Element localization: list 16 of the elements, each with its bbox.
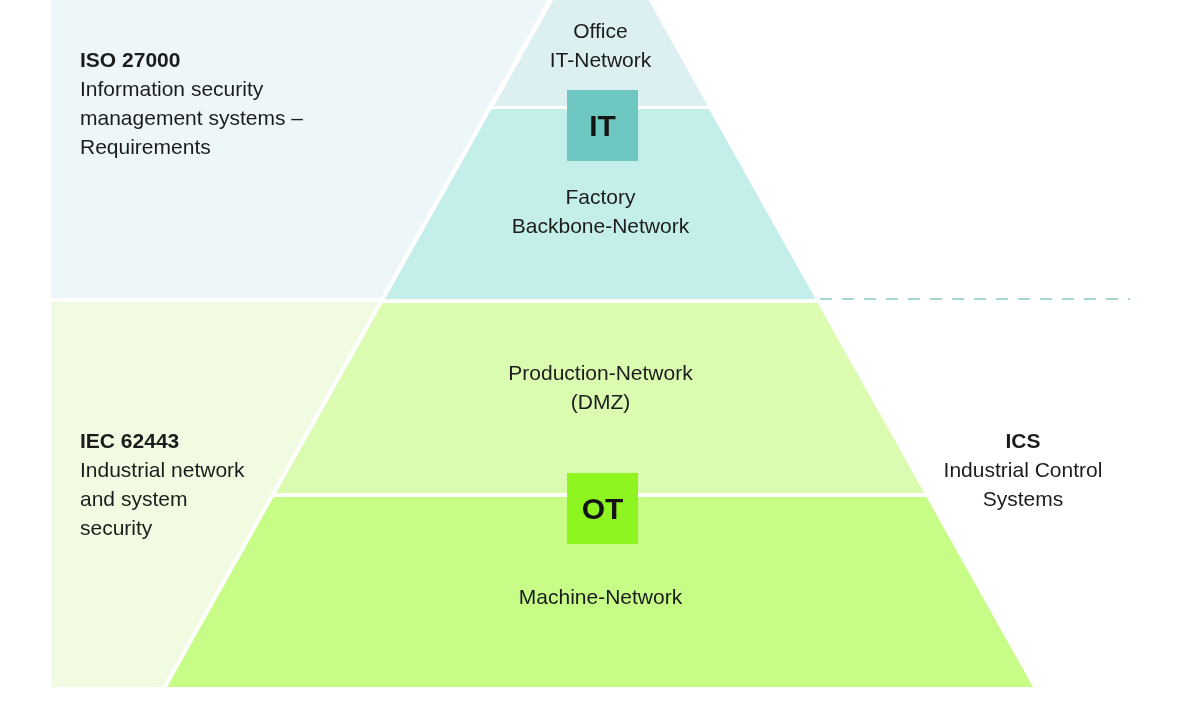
zone-tag: OT	[567, 473, 638, 544]
standard-description: Industrial network and system security	[80, 457, 246, 541]
tier-label: Factory Backbone-Network	[510, 184, 691, 239]
pyramid-tier	[493, 0, 708, 106]
tier-label: Machine-Network	[517, 584, 684, 610]
zone-tag: IT	[567, 90, 638, 161]
ics-heading: ICS	[1004, 428, 1042, 454]
ics-description: Industrial Control Systems	[942, 457, 1104, 512]
pyramid-tier	[385, 109, 816, 299]
standard-panel	[51, 302, 379, 687]
tier-label: Production-Network (DMZ)	[507, 360, 694, 415]
standard-description: Information security management systems – Requirements	[80, 76, 304, 160]
tier-label: Office IT-Network	[548, 18, 653, 73]
standard-title: ISO 27000	[80, 47, 181, 73]
standard-title: IEC 62443	[80, 428, 180, 454]
pyramid-tier	[276, 303, 925, 493]
